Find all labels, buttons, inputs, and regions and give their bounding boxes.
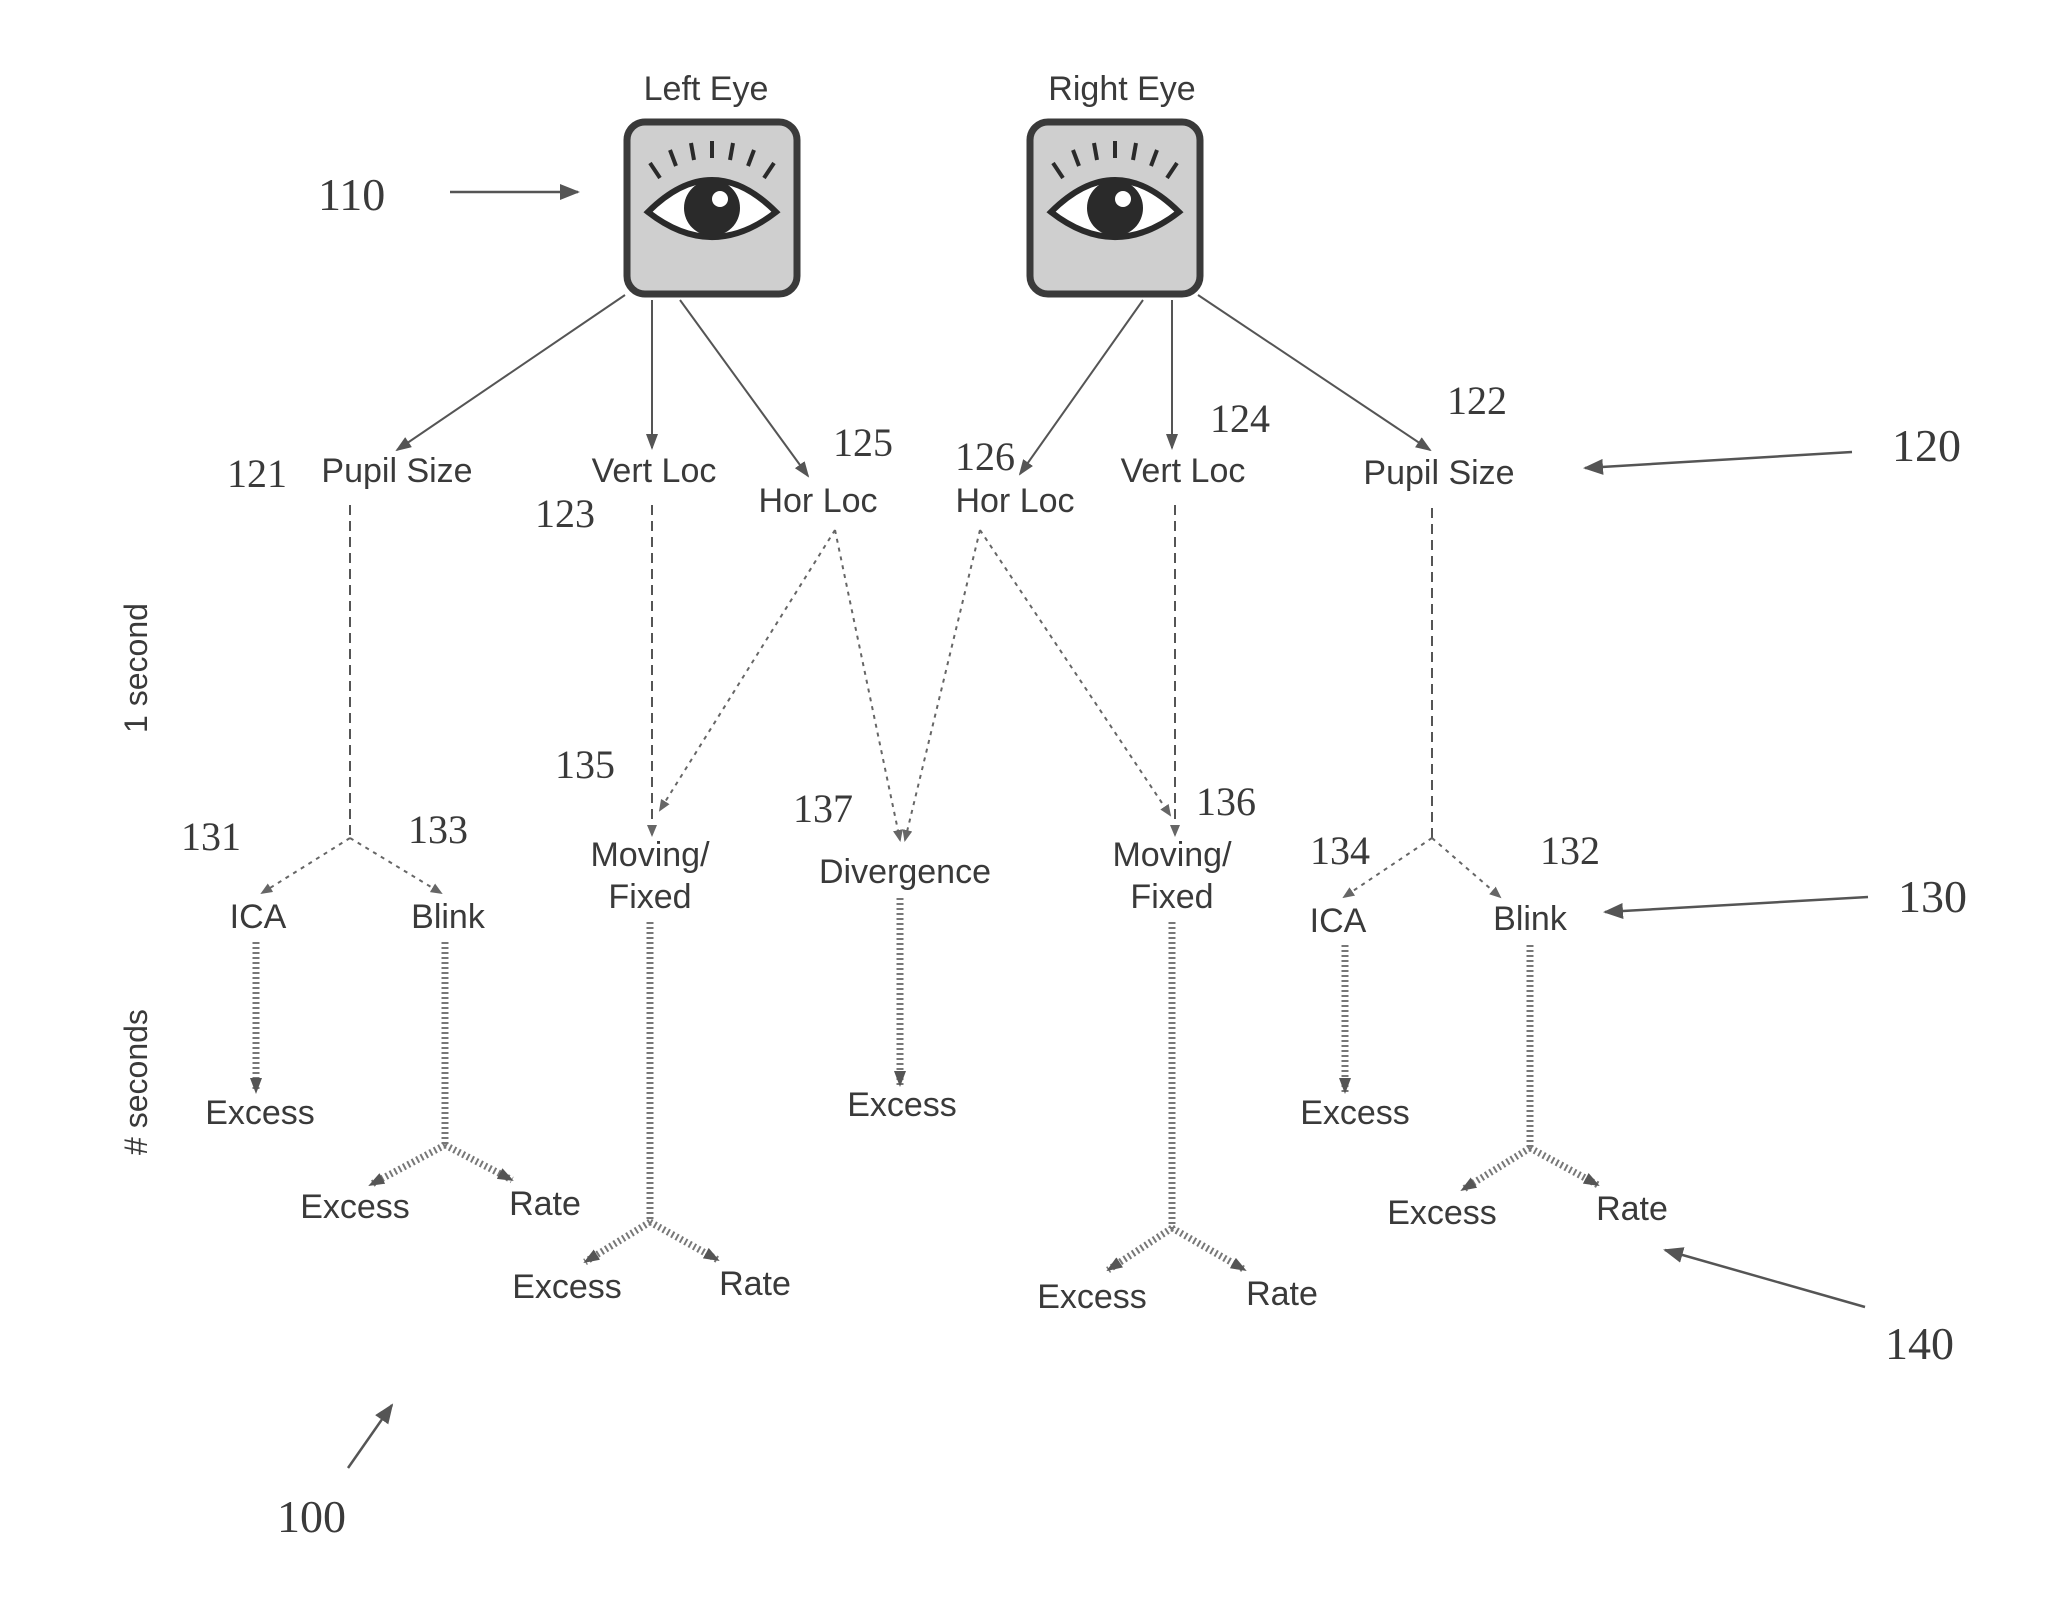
- right-blink-label: Blink: [1493, 900, 1568, 938]
- right-ica-excess-label: Excess: [1300, 1094, 1410, 1132]
- ref-132: 132: [1540, 828, 1600, 873]
- left-blink-excess-label: Excess: [300, 1188, 410, 1226]
- right-mf-excess-label: Excess: [1037, 1278, 1147, 1316]
- left-ica-label: ICA: [230, 898, 287, 936]
- left-hor-loc-label: Hor Loc: [758, 482, 877, 520]
- one-second-axis-label: 1 second: [118, 603, 154, 733]
- right-blink-excess-label: Excess: [1387, 1194, 1497, 1232]
- right-pupil-size-label: Pupil Size: [1363, 454, 1514, 492]
- ref-130: 130: [1898, 871, 1967, 922]
- left-blink-rate-label: Rate: [509, 1185, 581, 1223]
- ref-123: 123: [535, 491, 595, 536]
- left-moving-fixed-label-1: Moving/: [590, 836, 710, 874]
- n-seconds-axis-label: # seconds: [118, 1009, 154, 1155]
- left-eye-title: Left Eye: [644, 70, 769, 108]
- left-moving-fixed-label-2: Fixed: [608, 878, 691, 916]
- eye-to-feature-arrows: [397, 295, 1430, 476]
- ref-121: 121: [227, 451, 287, 496]
- right-vert-loc-label: Vert Loc: [1121, 452, 1246, 490]
- left-pupil-size-label: Pupil Size: [321, 452, 472, 490]
- ref-133: 133: [408, 807, 468, 852]
- divergence-excess-label: Excess: [847, 1086, 957, 1124]
- right-eye-title: Right Eye: [1048, 70, 1195, 108]
- ref-135: 135: [555, 742, 615, 787]
- right-ica-label: ICA: [1310, 902, 1367, 940]
- left-vert-loc-label: Vert Loc: [592, 452, 717, 490]
- ref-120: 120: [1892, 420, 1961, 471]
- right-blink-rate-label: Rate: [1596, 1190, 1668, 1228]
- right-hor-loc-label: Hor Loc: [955, 482, 1074, 520]
- ref-100: 100: [277, 1491, 346, 1542]
- left-ica-excess-label: Excess: [205, 1094, 315, 1132]
- ref-122: 122: [1447, 378, 1507, 423]
- ref-131: 131: [181, 814, 241, 859]
- left-eye-icon: [627, 122, 797, 294]
- ref-140: 140: [1885, 1318, 1954, 1369]
- ref-126: 126: [955, 434, 1015, 479]
- left-mf-rate-label: Rate: [719, 1265, 791, 1303]
- right-eye-icon: [1030, 122, 1200, 294]
- ref-124: 124: [1210, 396, 1270, 441]
- left-blink-label: Blink: [411, 898, 486, 936]
- right-mf-rate-label: Rate: [1246, 1275, 1318, 1313]
- right-moving-fixed-label-1: Moving/: [1112, 836, 1232, 874]
- right-moving-fixed-label-2: Fixed: [1130, 878, 1213, 916]
- ref-125: 125: [833, 420, 893, 465]
- ref-136: 136: [1196, 779, 1256, 824]
- ref-134: 134: [1310, 828, 1370, 873]
- ref-137: 137: [793, 786, 853, 831]
- divergence-label: Divergence: [819, 853, 991, 891]
- ref-110: 110: [318, 169, 385, 220]
- left-mf-excess-label: Excess: [512, 1268, 622, 1306]
